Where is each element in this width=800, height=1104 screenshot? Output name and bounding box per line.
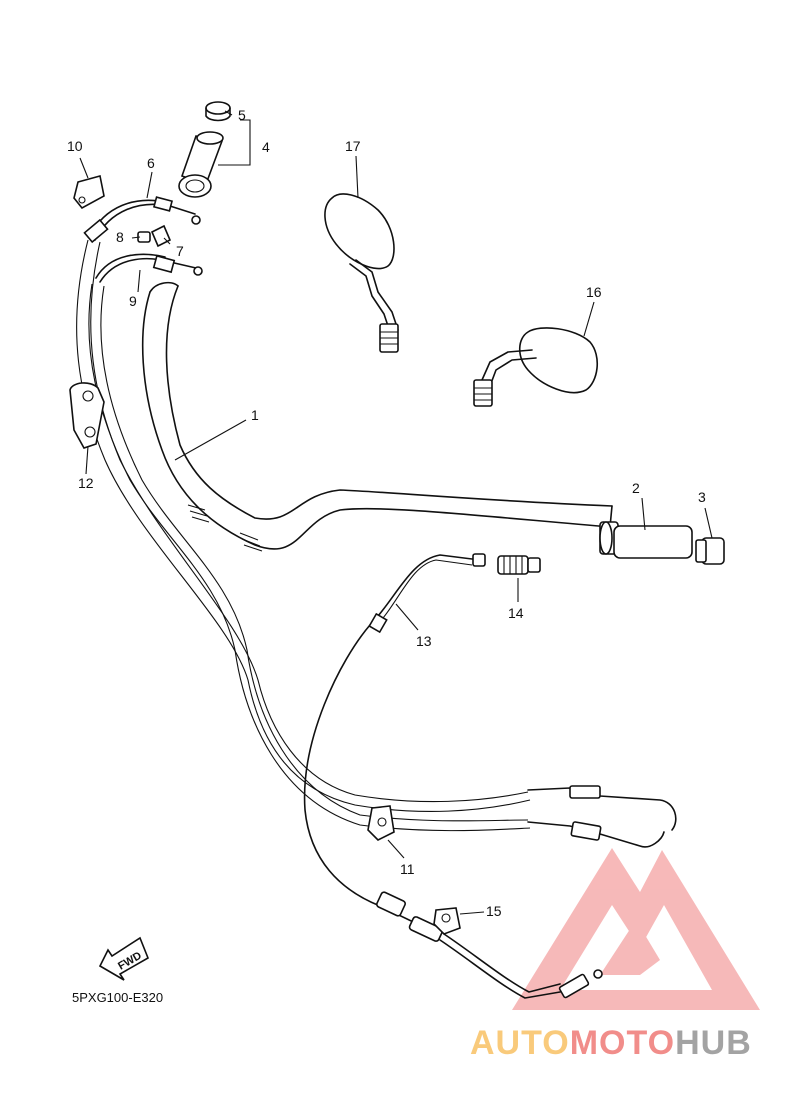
cable-holder <box>69 382 105 449</box>
callout-14: 14 <box>508 605 524 621</box>
clutch-cable <box>303 553 603 999</box>
callout-8: 8 <box>116 229 124 245</box>
callout-13: 13 <box>416 633 432 649</box>
callout-labels: 1 2 3 4 5 6 7 8 9 10 11 12 13 14 15 16 1… <box>67 107 706 919</box>
callout-10: 10 <box>67 138 83 154</box>
cable-adjuster <box>497 555 541 575</box>
throttle-cable-1 <box>83 196 201 244</box>
callout-12: 12 <box>78 475 94 491</box>
callout-1: 1 <box>251 407 259 423</box>
callout-9: 9 <box>129 293 137 309</box>
leader-lines <box>79 110 713 915</box>
clamp-7 <box>150 224 172 248</box>
diagram-code: 5PXG100-E320 <box>72 990 163 1005</box>
bracket-10 <box>73 175 105 210</box>
left-mirror <box>324 193 399 353</box>
right-grip <box>599 521 693 559</box>
watermark-moto: MOTO <box>570 1024 675 1062</box>
watermark-logo <box>512 848 760 1010</box>
watermark-text: AUTOMOTOHUB <box>470 1024 752 1062</box>
grip-end-cap <box>695 537 725 565</box>
callout-6: 6 <box>147 155 155 171</box>
right-mirror <box>473 327 598 407</box>
callout-15: 15 <box>486 903 502 919</box>
callout-11: 11 <box>400 861 415 877</box>
forward-arrow: FWD <box>98 936 150 981</box>
callout-16: 16 <box>586 284 602 300</box>
cable-clamp-15 <box>433 907 461 935</box>
throttle-grip <box>178 131 224 198</box>
watermark-auto: AUTO <box>470 1024 570 1062</box>
watermark-hub: HUB <box>675 1024 752 1062</box>
throttle-cable-2 <box>95 253 203 283</box>
callout-17: 17 <box>345 138 361 154</box>
callout-4: 4 <box>262 139 270 155</box>
grip-ring <box>205 101 231 122</box>
callout-7: 7 <box>176 243 184 259</box>
handlebar <box>141 281 613 552</box>
callout-2: 2 <box>632 480 640 496</box>
svg-text:AUTOMOTOHUB: AUTOMOTOHUB <box>470 1024 752 1062</box>
callout-3: 3 <box>698 489 706 505</box>
callout-5: 5 <box>238 107 246 123</box>
cable-clamp-11 <box>367 805 395 841</box>
